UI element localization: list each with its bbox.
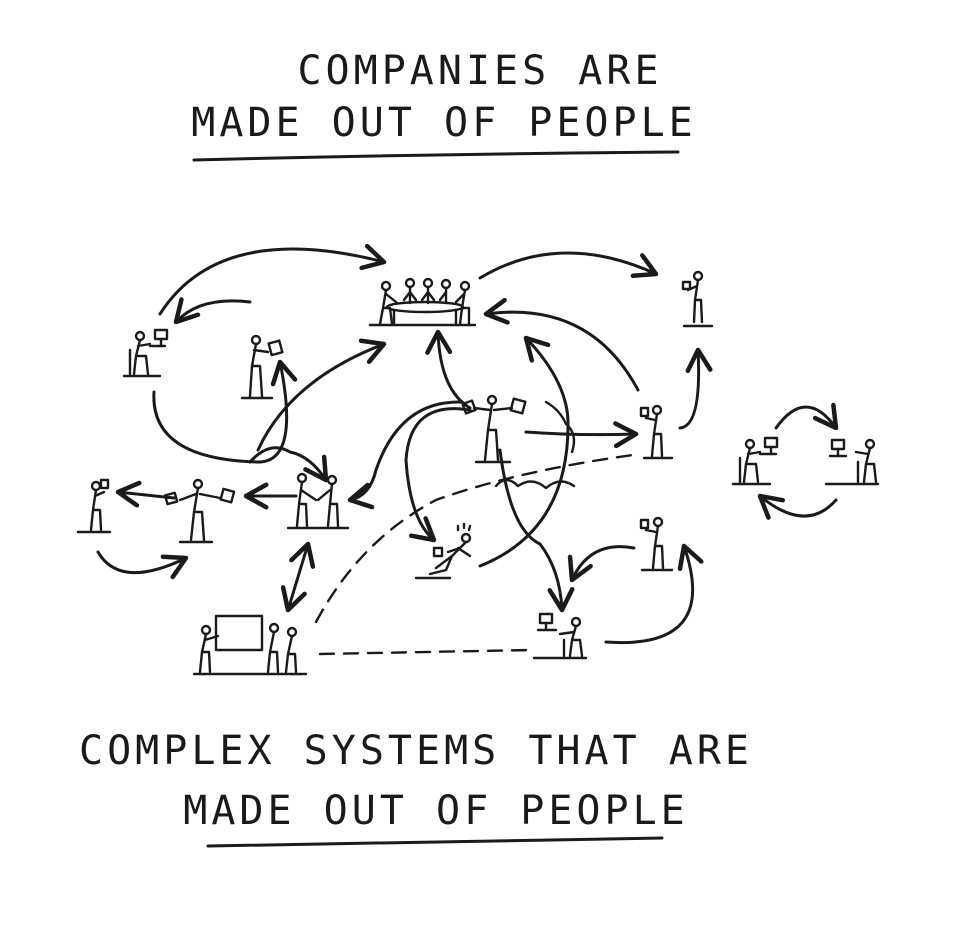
title-top-line-1: COMPANIES ARE — [297, 48, 663, 94]
title-top-underline — [192, 150, 680, 162]
person-passing-papers — [163, 478, 236, 544]
informal-dashed-links — [314, 452, 642, 656]
person-at-computer-bottom-right — [532, 612, 588, 660]
person-at-computer-far-right-a — [731, 436, 779, 486]
person-at-computer-left — [122, 328, 169, 378]
people-shaking-hands — [286, 472, 350, 530]
title-bottom-underline — [206, 836, 664, 848]
presentation-group — [192, 614, 308, 676]
person-running-late — [414, 522, 472, 580]
person-presenting-paper — [240, 334, 284, 400]
person-juggling-papers-center — [461, 394, 527, 464]
cloud-outline — [494, 400, 576, 490]
person-holding-sign-lower-right — [639, 516, 674, 572]
connection-lines — [96, 243, 839, 645]
meeting-table-figure — [368, 277, 477, 327]
person-holding-sign-far-left — [76, 478, 112, 534]
person-holding-sign-top-right — [681, 270, 714, 328]
title-bottom-line-2: MADE OUT OF PEOPLE — [183, 788, 689, 834]
title-bottom-line-1: COMPLEX SYSTEMS THAT ARE — [79, 728, 753, 774]
person-holding-sign-right — [639, 404, 674, 460]
person-at-computer-far-right-b — [824, 438, 880, 486]
title-top-line-2: MADE OUT OF PEOPLE — [191, 100, 697, 146]
